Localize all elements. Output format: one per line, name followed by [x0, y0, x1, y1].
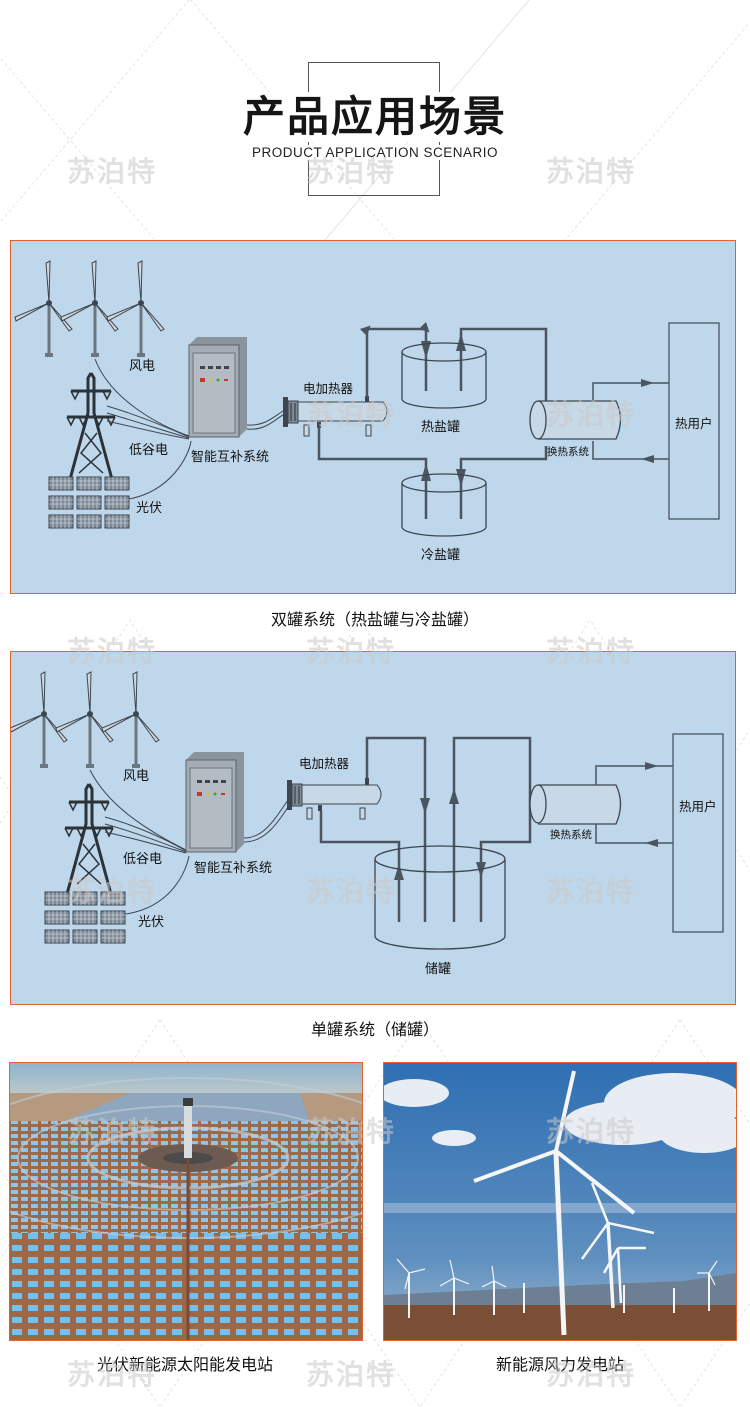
heat-user-box — [672, 733, 724, 933]
label-heater: 电加热器 — [299, 756, 350, 771]
storage-tank-icon — [374, 845, 506, 950]
single-tank-diagram-svg: 风电 低谷电 光伏 智能互补系统 — [11, 671, 724, 977]
label-heat-user: 热用户 — [675, 416, 713, 431]
label-solar: 光伏 — [136, 501, 162, 516]
hot-salt-tank-icon — [401, 342, 487, 409]
wind-turbine-icon — [101, 671, 160, 769]
wind-turbine-icon — [106, 260, 165, 358]
wind-farm-photo — [383, 1062, 737, 1341]
power-pylon-icon — [63, 782, 115, 896]
label-solar: 光伏 — [138, 915, 164, 930]
heat-exchanger-icon — [529, 400, 622, 440]
power-pylon-icon — [65, 371, 117, 485]
label-cold-tank: 冷盐罐 — [421, 548, 460, 563]
label-exchanger: 换热系统 — [550, 828, 592, 841]
caption-solar-plant: 光伏新能源太阳能发电站 — [96, 1355, 273, 1374]
electric-heater-icon — [287, 778, 382, 820]
solar-panels-icon — [44, 891, 126, 944]
label-controller: 智能互补系统 — [191, 450, 269, 465]
diagram-single-tank: 风电 低谷电 光伏 智能互补系统 — [10, 651, 736, 1005]
electric-heater-icon — [283, 396, 388, 437]
label-valley-power: 低谷电 — [129, 443, 168, 458]
solar-panels-icon — [48, 476, 130, 529]
wind-turbine-icon — [14, 260, 73, 358]
caption-dual-tank: 双罐系统（热盐罐与冷盐罐） — [270, 610, 479, 629]
wind-turbine-icon — [60, 260, 119, 358]
label-hot-tank: 热盐罐 — [421, 420, 460, 435]
label-heater: 电加热器 — [303, 381, 354, 396]
page-title: 产品应用场景 — [238, 92, 511, 142]
caption-wind-farm: 新能源风力发电站 — [495, 1355, 624, 1374]
diagram-dual-tank: 风电 低谷电 光伏 智能互补系统 — [10, 240, 736, 594]
controller-cabinet-icon — [185, 752, 244, 853]
label-wind: 风电 — [123, 769, 149, 784]
wind-turbine-icon — [55, 671, 114, 769]
solar-plant-image — [10, 1063, 362, 1340]
controller-cabinet-icon — [188, 337, 247, 438]
wind-turbine-icon — [11, 671, 68, 769]
caption-single-tank: 单罐系统（储罐） — [310, 1020, 439, 1039]
heat-exchanger-icon — [529, 784, 622, 825]
label-wind: 风电 — [129, 359, 155, 374]
solar-tower-plant-photo — [9, 1062, 363, 1341]
heat-user-box — [668, 322, 720, 520]
dual-tank-diagram-svg: 风电 低谷电 光伏 智能互补系统 — [14, 260, 720, 563]
label-heat-user: 热用户 — [679, 799, 717, 814]
cold-salt-tank-icon — [401, 473, 487, 537]
section-header: 产品应用场景 PRODUCT APPLICATION SCENARIO — [0, 0, 750, 230]
page-subtitle: PRODUCT APPLICATION SCENARIO — [248, 145, 502, 160]
label-controller: 智能互补系统 — [194, 861, 272, 876]
wind-farm-image — [384, 1063, 736, 1340]
label-exchanger: 换热系统 — [547, 445, 589, 458]
label-valley-power: 低谷电 — [123, 852, 162, 867]
label-storage-tank: 储罐 — [425, 962, 451, 977]
